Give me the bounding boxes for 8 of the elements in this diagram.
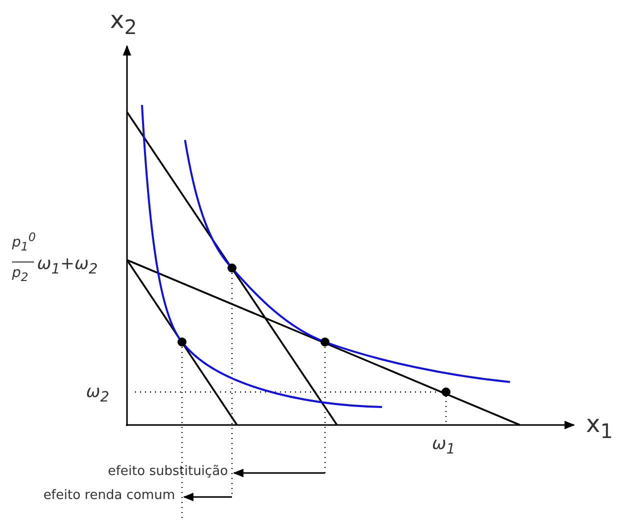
axis-tick-label: ω$_{2}$ <box>86 384 110 405</box>
fraction-denominator: p$_{2}$ <box>12 266 28 284</box>
axis-tick-label: ω$_{1}$+ω$_{2}$ <box>37 256 98 277</box>
axis-label: x$_{1}$ <box>586 412 613 441</box>
axis-label: x$_{2}$ <box>110 8 137 37</box>
axis-tick-label: ω$_{1}$ <box>432 436 456 457</box>
annotation-label: efeito renda comum <box>43 489 175 502</box>
annotation-label: efeito substituição <box>108 465 228 478</box>
